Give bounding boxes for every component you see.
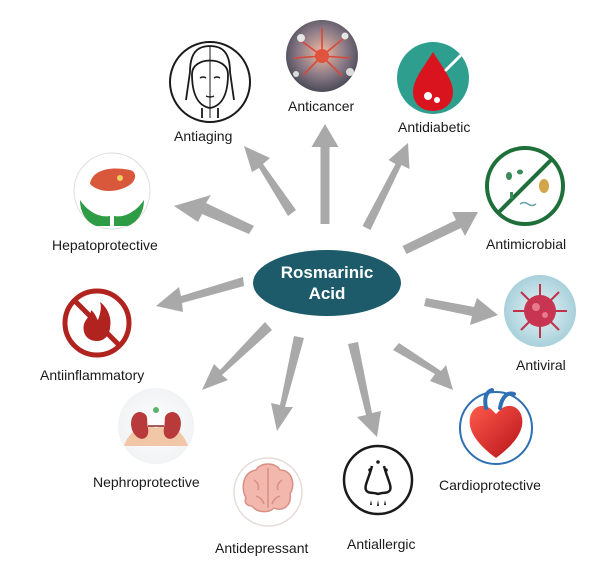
label-antimicrobial: Antimicrobial — [486, 236, 567, 252]
arrow-antiinflammatory — [156, 277, 244, 312]
nose-allergy-icon — [342, 444, 414, 516]
heart-icon — [459, 388, 533, 465]
brain-icon — [233, 457, 303, 527]
virus-icon — [504, 275, 576, 347]
label-antidiabetic: Antidiabetic — [398, 119, 471, 135]
kidneys-icon — [118, 388, 194, 464]
center-ellipse — [253, 250, 401, 316]
arrow-nephroprotective — [202, 322, 272, 390]
liver-hands-icon — [73, 152, 151, 230]
cancer-cell-icon — [286, 20, 358, 92]
face-icon — [169, 41, 251, 123]
center-label-line1: Rosmarinic — [280, 263, 374, 282]
arrow-antiaging — [244, 146, 296, 216]
center-label: Rosmarinic Acid — [255, 262, 399, 304]
label-hepatoprotective: Hepatoprotective — [52, 237, 158, 253]
arrow-cardioprotective — [393, 343, 453, 390]
arrow-antiallergic — [348, 342, 381, 437]
arrows — [156, 124, 498, 437]
no-microbes-icon — [485, 146, 565, 226]
center-label-line2: Acid — [308, 284, 346, 303]
arrow-anticancer — [311, 124, 339, 224]
label-antiinflammatory: Antiinflammatory — [40, 367, 145, 383]
arrow-antimicrobial — [402, 212, 478, 254]
arrow-antiviral — [424, 298, 498, 325]
label-antiallergic: Antiallergic — [347, 536, 416, 552]
arrow-antidepressant — [271, 336, 304, 431]
arrow-antidiabetic — [362, 143, 410, 230]
label-antiaging: Antiaging — [174, 128, 233, 144]
label-cardioprotective: Cardioprotective — [439, 477, 541, 493]
blood-drop-icon — [397, 42, 469, 114]
label-anticancer: Anticancer — [288, 98, 355, 114]
label-antidepressant: Antidepressant — [215, 540, 309, 556]
label-antiviral: Antiviral — [516, 357, 566, 373]
no-fire-icon — [62, 288, 132, 358]
arrow-hepatoprotective — [174, 195, 254, 234]
label-nephroprotective: Nephroprotective — [93, 474, 200, 490]
